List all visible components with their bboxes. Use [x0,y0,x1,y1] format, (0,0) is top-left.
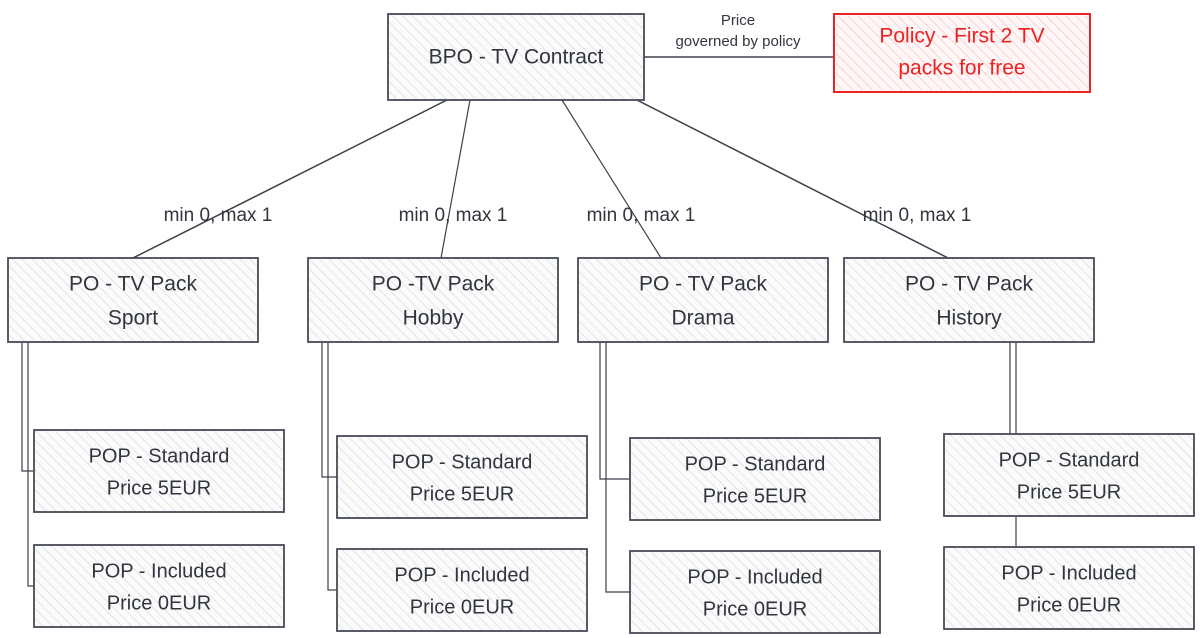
policy-label-line2: packs for free [898,57,1025,80]
edge-drama-to-standard [599,342,630,480]
pop-included-history-line2: Price 0EUR [1017,594,1121,616]
pop-included-sport-line1: POP - Included [91,560,226,582]
po-hobby-label-line2: Hobby [403,307,464,330]
cardinality-label-history: min 0, max 1 [863,205,972,226]
pop-included-drama-line1: POP - Included [687,566,822,588]
node-po-tv-pack-hobby[interactable]: PO -TV Pack Hobby [307,257,559,343]
pop-standard-sport-line1: POP - Standard [89,445,230,467]
edge-sport-to-included [27,342,34,587]
node-pop-standard-history[interactable]: POP - Standard Price 5EUR [943,433,1195,517]
edge-hobby-to-included [327,342,337,591]
edge-root-to-history [635,98,950,260]
pop-standard-drama-line1: POP - Standard [685,453,826,475]
node-bpo-tv-contract[interactable]: BPO - TV Contract [387,13,645,101]
node-po-tv-pack-sport[interactable]: PO - TV Pack Sport [7,257,259,343]
node-pop-standard-hobby[interactable]: POP - Standard Price 5EUR [336,435,588,519]
pop-standard-sport-line2: Price 5EUR [107,477,211,499]
node-po-tv-pack-history[interactable]: PO - TV Pack History [843,257,1095,343]
pop-included-history-line1: POP - Included [1001,562,1136,584]
pop-included-drama-line2: Price 0EUR [703,598,807,620]
pop-standard-history-line1: POP - Standard [999,449,1140,471]
pop-included-sport-line2: Price 0EUR [107,592,211,614]
po-drama-label-line2: Drama [671,307,734,330]
pop-nodes: POP - Standard Price 5EUR POP - Included… [33,429,1195,634]
po-drama-label-line1: PO - TV Pack [639,273,767,296]
edge-root-to-sport [131,98,449,260]
node-pop-standard-sport[interactable]: POP - Standard Price 5EUR [33,429,285,513]
bpo-tv-contract-label: BPO - TV Contract [429,46,604,69]
policy-label-line1: Policy - First 2 TV [879,25,1044,48]
po-nodes: PO - TV Pack Sport PO -TV Pack Hobby PO … [7,257,1095,343]
pop-standard-drama-line2: Price 5EUR [703,485,807,507]
po-sport-label-line2: Sport [108,307,158,330]
cardinality-labels: min 0, max 1 min 0, max 1 min 0, max 1 m… [164,205,972,226]
po-to-pop-edges-hobby [321,342,337,591]
node-po-tv-pack-drama[interactable]: PO - TV Pack Drama [577,257,829,343]
node-policy-first-2-tv-packs[interactable]: Policy - First 2 TV packs for free [833,13,1091,93]
po-to-pop-edges-drama [599,342,630,593]
node-pop-included-history[interactable]: POP - Included Price 0EUR [943,546,1195,630]
node-pop-included-sport[interactable]: POP - Included Price 0EUR [33,544,285,628]
pop-standard-hobby-line2: Price 5EUR [410,483,514,505]
node-pop-standard-drama[interactable]: POP - Standard Price 5EUR [629,437,881,521]
pop-included-hobby-line2: Price 0EUR [410,596,514,618]
node-pop-included-hobby[interactable]: POP - Included Price 0EUR [336,548,588,632]
pop-standard-history-line2: Price 5EUR [1017,481,1121,503]
policy-edge-label-line1: Price [721,12,755,29]
node-pop-included-drama[interactable]: POP - Included Price 0EUR [629,550,881,634]
cardinality-label-hobby: min 0, max 1 [399,205,508,226]
cardinality-label-drama: min 0, max 1 [587,205,696,226]
cardinality-label-sport: min 0, max 1 [164,205,273,226]
po-to-pop-edges-sport [21,342,34,587]
po-sport-label-line1: PO - TV Pack [69,273,197,296]
po-hobby-label-line1: PO -TV Pack [372,273,495,296]
policy-edge-label-line2: governed by policy [675,33,801,50]
edge-root-to-hobby [440,99,471,259]
edge-drama-to-included [605,342,630,593]
edge-hobby-to-standard [321,342,337,478]
edge-root-to-drama [561,99,662,259]
po-history-label-line2: History [936,307,1002,330]
root-to-po-edges [131,98,950,260]
pop-standard-hobby-line1: POP - Standard [392,451,533,473]
po-history-label-line1: PO - TV Pack [905,273,1033,296]
pop-included-hobby-line1: POP - Included [394,564,529,586]
edge-sport-to-standard [21,342,34,472]
